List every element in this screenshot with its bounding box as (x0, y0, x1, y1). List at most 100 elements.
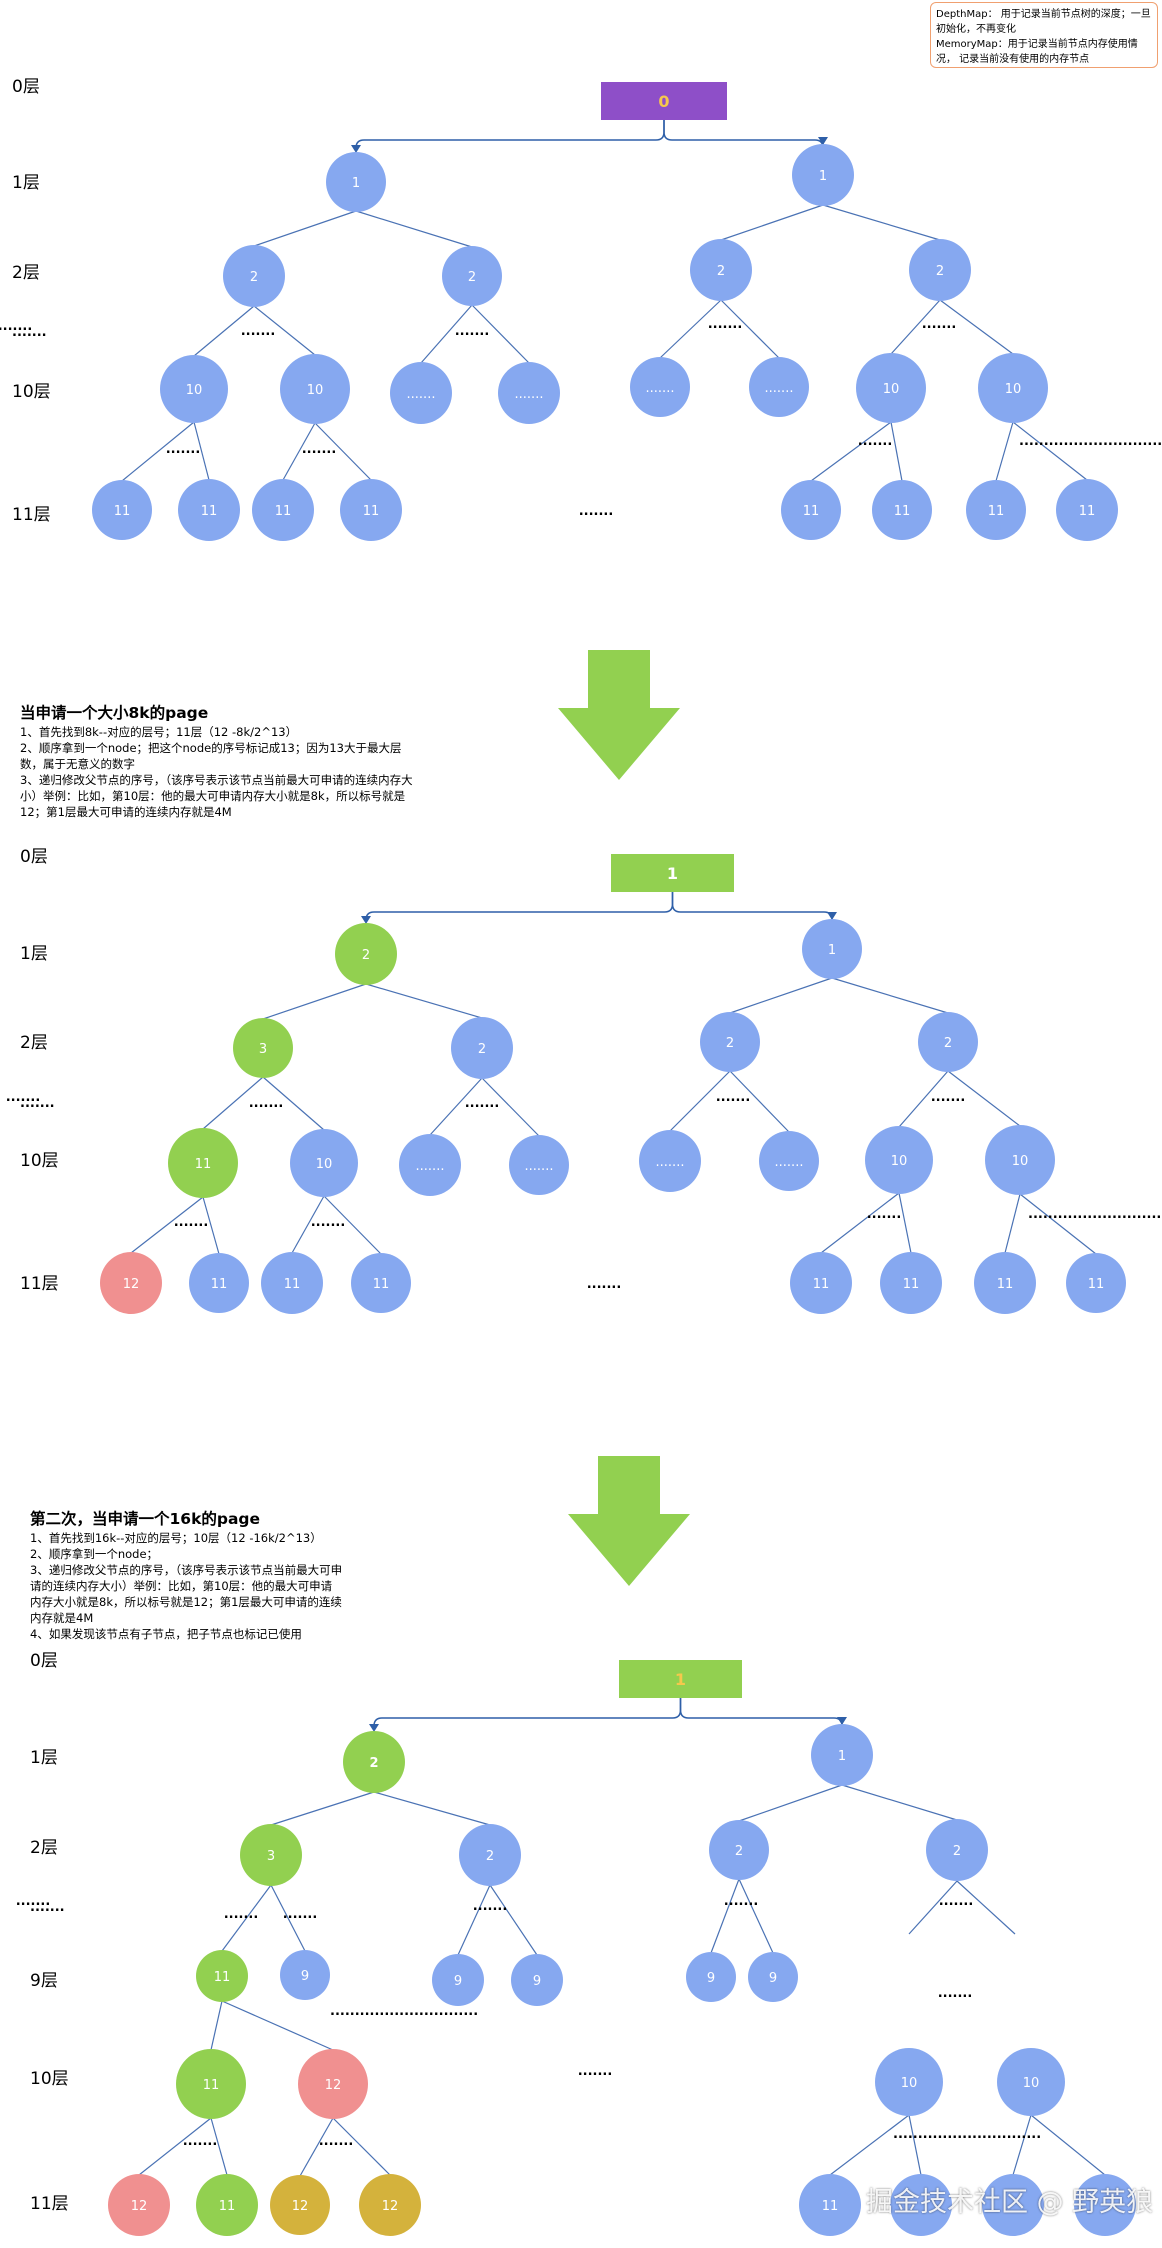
root-node-label: 1 (667, 864, 678, 883)
ellipsis-mark: ....... (249, 1096, 284, 1111)
edge-R-RB (822, 204, 941, 241)
tree-node-L (326, 152, 386, 212)
edge-t4-e7 (1012, 2114, 1032, 2176)
tree-node-label: 1 (828, 943, 836, 958)
down-arrow-1 (558, 650, 680, 780)
edge-RB2-b3 (995, 421, 1014, 482)
tree-node-LB2 (509, 1135, 569, 1195)
root-connector-left (355, 120, 665, 149)
tree-node-e5 (799, 2174, 861, 2236)
tree-node-RA (709, 1820, 769, 1880)
tree-node-e3 (270, 2175, 330, 2235)
edge-RA-RA2 (729, 1070, 790, 1133)
tree-node-label: 12 (292, 2199, 309, 2214)
tree-node-LA (240, 1824, 302, 1886)
edge-RB-RB1 (898, 1070, 949, 1128)
note-second-title: 第二次，当申请一个16k的page (30, 1510, 261, 1528)
edge-RA-RA1 (659, 299, 722, 359)
root-connector-right (671, 892, 833, 921)
edge-LA-LA1 (193, 305, 255, 357)
tree-node-label: 11 (813, 1277, 830, 1292)
tree-node-label: 11 (195, 1157, 212, 1172)
edge-RB-RB1 (890, 299, 941, 355)
arrowhead-left (361, 916, 371, 924)
tree-node-b4 (1056, 479, 1118, 541)
tree-node-n9a (196, 1950, 248, 2002)
ellipsis-mark: ....... (938, 1986, 973, 2001)
note-second-body: 1、首先找到16k--对应的层号；10层（12 -16k/2^13） 2、顺序拿… (30, 1531, 343, 1641)
legend-memory-map: MemoryMap：用于记录当前节点内存使用情况， 记录当前没有使用的内存节点 (936, 39, 1138, 65)
level-label: 1层 (12, 173, 40, 193)
level-label: 2层 (12, 263, 40, 283)
edge-R-RB (841, 1784, 958, 1821)
tree-node-b1 (790, 1252, 852, 1314)
level-label: 10层 (20, 1151, 59, 1171)
tree-node-a3 (252, 479, 314, 541)
tree-node-L (335, 923, 397, 985)
tree-node-label: 9 (454, 1974, 462, 1989)
tree-node-LA (233, 1018, 293, 1078)
tree-node-LA1 (160, 355, 228, 423)
tree-node-label: 11 (903, 1277, 920, 1292)
tree-node-LB (451, 1017, 513, 1079)
arrowhead-right (827, 912, 837, 920)
edge-L-LB (355, 210, 473, 248)
ellipsis-mark: ....... (708, 317, 743, 332)
ellipsis-mark: .............................. (1028, 1207, 1162, 1222)
ellipsis-mark: ....... (473, 1899, 508, 1914)
edge-LA1-a1 (121, 421, 195, 482)
tree-node-label: 2 (468, 270, 476, 285)
legend-depth-map: DepthMap： 用于记录当前节点树的深度；一旦初始化，不再变化 (936, 9, 1151, 35)
tree-node-e2 (196, 2174, 258, 2236)
ellipsis-mark: ....... (0, 319, 32, 334)
tree-node-e7 (982, 2174, 1044, 2236)
tree-node-R (811, 1724, 873, 1786)
edge-LA1-a2 (193, 421, 210, 481)
edge-L-LB (365, 983, 483, 1019)
tree-node-t1 (176, 2049, 246, 2119)
tree-node-a1 (92, 480, 152, 540)
tree-node-RA (700, 1012, 760, 1072)
tree-node-LB1 (390, 362, 452, 424)
tree-node-label: 2 (944, 1036, 952, 1051)
edge-L-LB (373, 1791, 491, 1826)
tree-node-b2 (872, 480, 932, 540)
edge-R-RB (831, 977, 949, 1014)
edge-t2-e3 (299, 2117, 334, 2177)
tree-node-RB (926, 1819, 988, 1881)
tree-node-label: 1 (352, 176, 360, 191)
tree-node-label: 3 (259, 1042, 267, 1057)
edge-RB2-b4 (1019, 1193, 1097, 1255)
tree-node-L (343, 1731, 405, 1793)
tree-node-RA2 (749, 357, 809, 417)
edge-RB1-b1 (820, 1192, 900, 1254)
edge-LA1-a1 (130, 1196, 204, 1254)
tree-node-a4 (340, 479, 402, 541)
edge-LA-LA2 (262, 1076, 325, 1131)
tree-node-label: 11 (803, 504, 820, 519)
edge-LB-LB2 (471, 304, 530, 364)
tree-node-label: ....... (515, 387, 544, 402)
tree-node-label: 3 (267, 1849, 275, 1864)
ellipsis-mark: ....... (465, 1096, 500, 1111)
tree-node-a4 (351, 1253, 411, 1313)
ellipsis-mark: ....... (16, 1894, 51, 1909)
edge-RB1-b1 (810, 421, 892, 482)
tree-node-label: 11 (275, 504, 292, 519)
tree-node-label: 2 (250, 270, 258, 285)
tree-node-e6 (890, 2174, 952, 2236)
tree-node-n9d (511, 1954, 563, 2006)
tree-node-R (802, 919, 862, 979)
level-label: 0层 (20, 847, 48, 867)
tree-node-label: 11 (988, 504, 1005, 519)
edge-LA2-a4 (323, 1195, 382, 1255)
tree-node-e1 (108, 2174, 170, 2236)
tree-node-label: 2 (726, 1036, 734, 1051)
note-second-allocation: 第二次，当申请一个16k的page 1、首先找到16k--对应的层号；10层（1… (30, 1510, 343, 1642)
edge-LA-LA1 (202, 1076, 264, 1130)
ellipsis-mark: ....... (922, 317, 957, 332)
ellipsis-mark: ....... (224, 1907, 259, 1922)
edge-L-LA (262, 983, 367, 1020)
